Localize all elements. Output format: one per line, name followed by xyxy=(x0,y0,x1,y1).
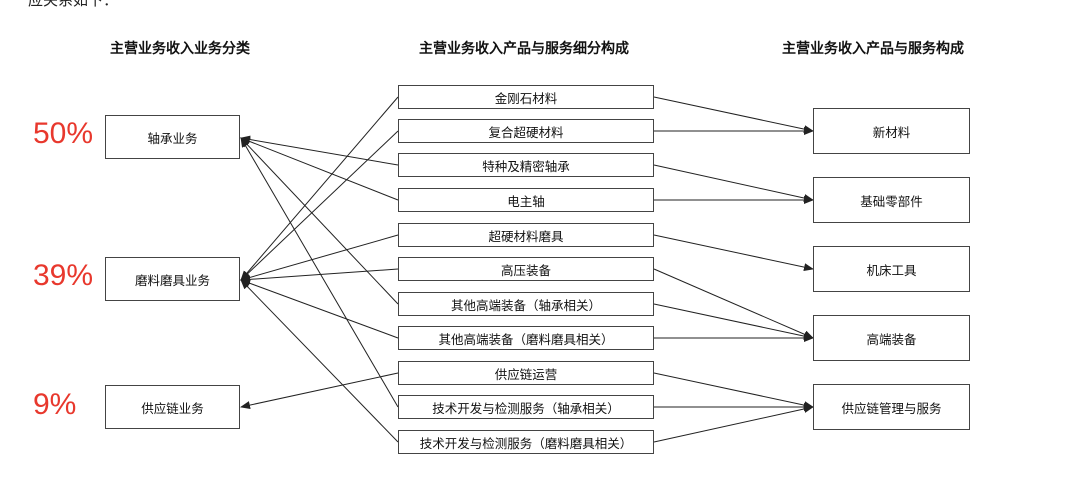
box-label: 机床工具 xyxy=(866,262,917,278)
box-label: 基础零部件 xyxy=(860,193,923,209)
box-tech-service-bearing: 技术开发与检测服务（轴承相关） xyxy=(398,395,654,419)
link-diamond-to-newmat xyxy=(653,96,814,134)
box-label: 超硬材料磨具 xyxy=(488,228,564,244)
header-middle: 主营业务收入产品与服务细分构成 xyxy=(419,41,629,57)
box-label: 技术开发与检测服务（磨料磨具相关） xyxy=(419,435,633,451)
link-bearing-to-tech-service xyxy=(240,137,399,408)
box-supply-chain-ops: 供应链运营 xyxy=(398,361,654,385)
link-bearing-to-special-bearing xyxy=(240,135,399,166)
box-label: 特种及精密轴承 xyxy=(482,158,570,174)
link-other1-to-highend xyxy=(653,303,814,341)
box-label: 轴承业务 xyxy=(147,130,198,146)
link-bearing-to-spindle xyxy=(240,137,399,201)
box-label: 其他高端装备（磨料磨具相关） xyxy=(438,331,614,347)
box-label: 金刚石材料 xyxy=(494,90,558,106)
pct-abrasive: 39% xyxy=(33,259,94,292)
box-composite-superhard: 复合超硬材料 xyxy=(398,119,654,143)
link-hp-to-highend xyxy=(653,268,814,339)
box-high-end-equipment: 高端装备 xyxy=(813,315,970,361)
box-label: 技术开发与检测服务（轴承相关） xyxy=(432,400,620,416)
link-abrasive-to-tools xyxy=(240,234,399,282)
box-other-equip-bearing: 其他高端装备（轴承相关） xyxy=(398,292,654,316)
box-label: 供应链业务 xyxy=(141,400,204,416)
box-new-materials: 新材料 xyxy=(813,108,970,154)
pct-supply: 9% xyxy=(33,388,77,421)
link-abrasive-to-diamond xyxy=(240,96,399,281)
box-other-equip-abrasive: 其他高端装备（磨料磨具相关） xyxy=(398,326,654,350)
box-supply-chain-mgmt: 供应链管理与服务 xyxy=(813,384,970,430)
box-tech-service-abrasive: 技术开发与检测服务（磨料磨具相关） xyxy=(398,430,654,454)
link-abrasive-to-composite xyxy=(240,130,399,281)
box-label: 磨料磨具业务 xyxy=(134,272,210,288)
box-label: 高压装备 xyxy=(500,262,551,278)
box-label: 高端装备 xyxy=(866,331,917,347)
link-abrasive-to-hp-equip xyxy=(240,268,399,284)
box-spindle: 电主轴 xyxy=(398,188,654,212)
box-diamond-material: 金刚石材料 xyxy=(398,85,654,109)
box-special-bearing: 特种及精密轴承 xyxy=(398,153,654,177)
link-bearing-to-other-equip xyxy=(240,137,399,305)
intro-text: 应关系如下： xyxy=(28,0,119,9)
box-abrasive-business: 磨料磨具业务 xyxy=(105,257,240,301)
box-label: 供应链运营 xyxy=(494,366,558,382)
box-label: 其他高端装备（轴承相关） xyxy=(450,297,601,313)
box-machine-tools: 机床工具 xyxy=(813,246,970,292)
box-label: 电主轴 xyxy=(507,193,545,209)
link-tech2-to-supplymgmt xyxy=(653,405,814,443)
box-high-pressure-equipment: 高压装备 xyxy=(398,257,654,281)
link-abrasive-to-tech-service xyxy=(240,279,399,443)
link-special-to-parts xyxy=(653,164,814,202)
link-supply-to-ops xyxy=(240,372,399,410)
box-basic-parts: 基础零部件 xyxy=(813,177,970,223)
box-label: 复合超硬材料 xyxy=(488,124,564,140)
link-ops-to-supplymgmt xyxy=(653,372,814,410)
box-superhard-tools: 超硬材料磨具 xyxy=(398,223,654,247)
header-left: 主营业务收入业务分类 xyxy=(110,41,250,57)
box-label: 新材料 xyxy=(872,124,911,140)
pct-bearing: 50% xyxy=(33,117,94,150)
box-label: 供应链管理与服务 xyxy=(841,400,942,416)
link-tools-to-machine xyxy=(653,234,814,272)
box-bearing-business: 轴承业务 xyxy=(105,115,240,159)
box-supply-business: 供应链业务 xyxy=(105,385,240,429)
link-abrasive-to-other-equip xyxy=(240,279,399,339)
header-right: 主营业务收入产品与服务构成 xyxy=(782,41,964,57)
